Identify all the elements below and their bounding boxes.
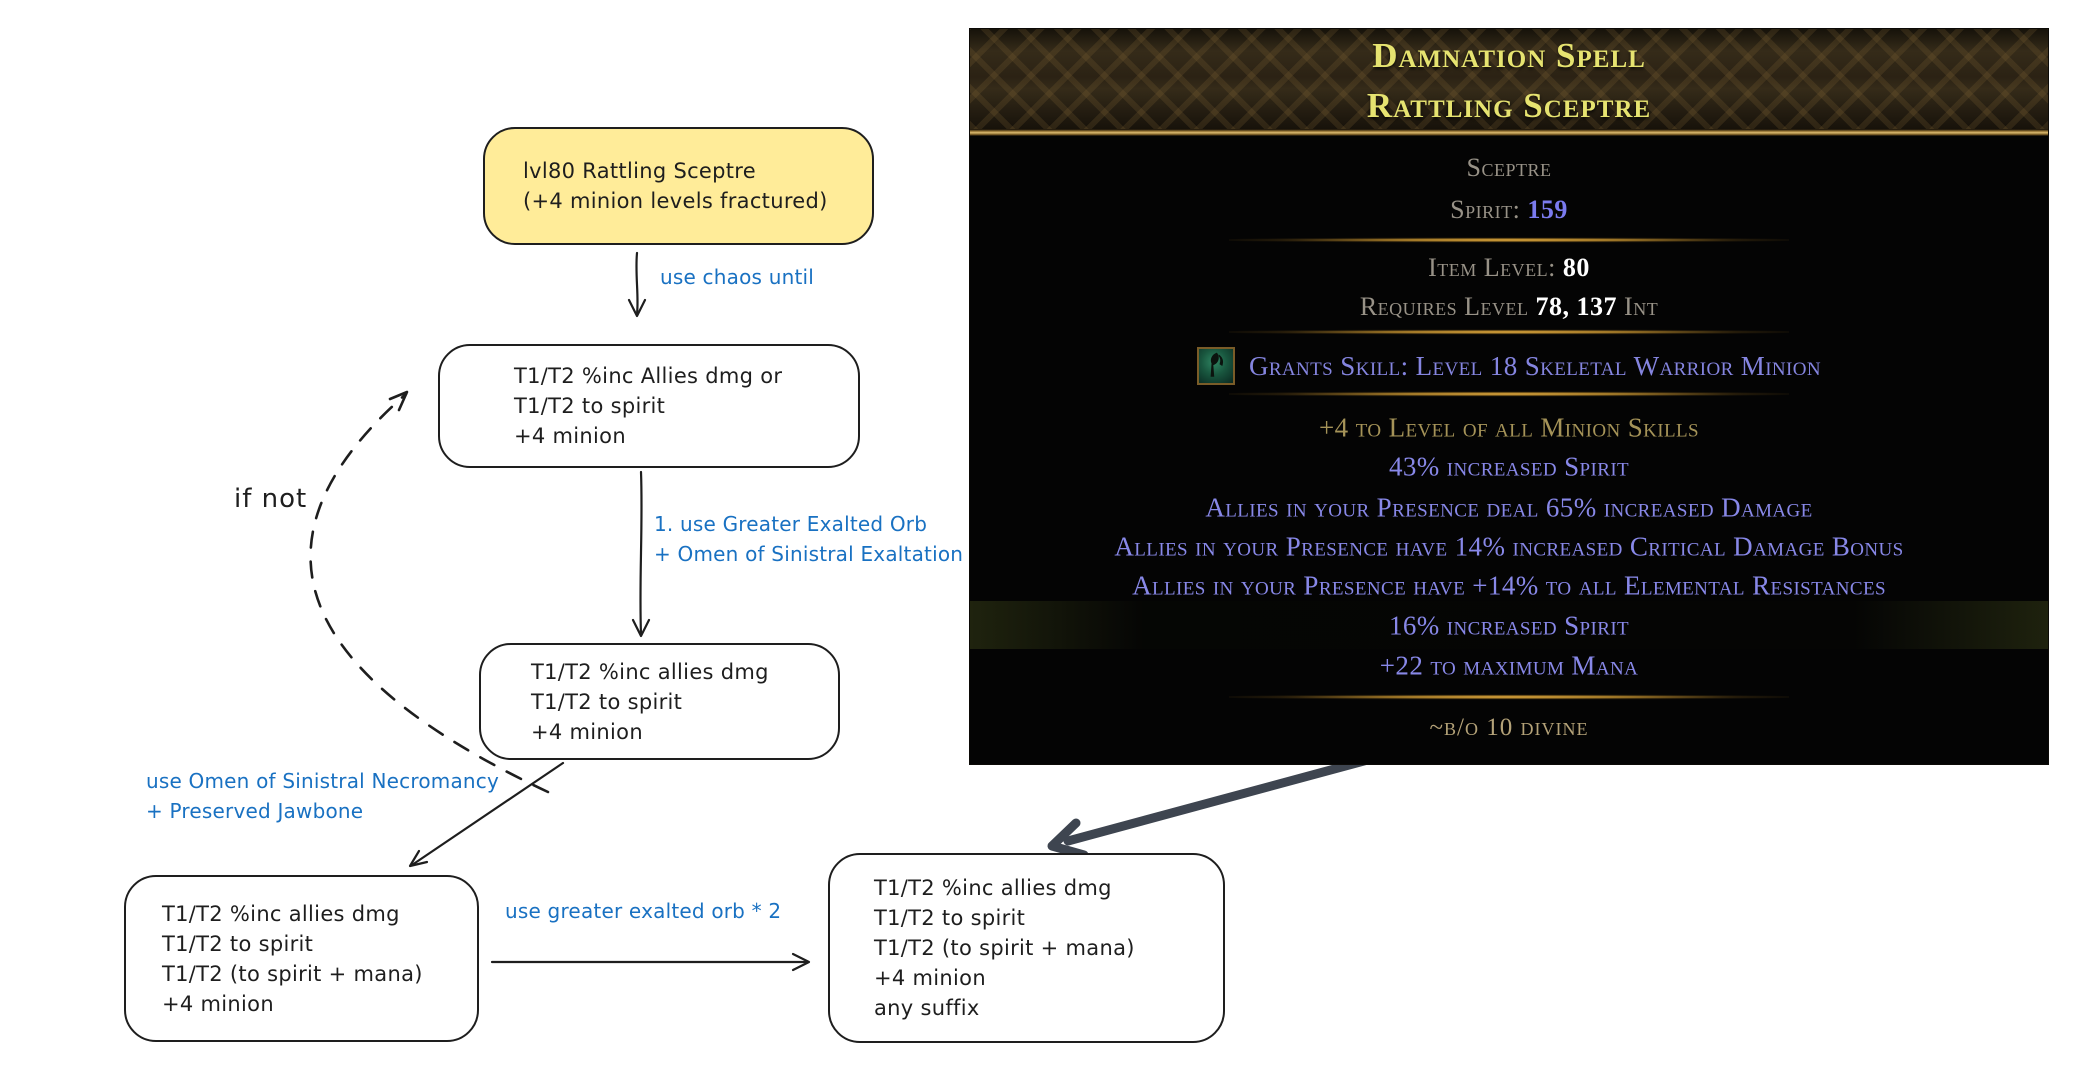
node-line: +4 minion [162,991,274,1016]
item-level-label: Item Level: [1428,253,1556,282]
label-line: + Preserved Jawbone [146,799,364,823]
label-line: use Omen of Sinistral Necromancy [146,769,500,793]
mod-line-fractured: +4 to Level of all Minion Skills [1319,412,1699,443]
node-line: lvl80 Rattling Sceptre [523,159,756,183]
item-tooltip: Damnation Spell Rattling Sceptre Sceptre… [969,28,2049,765]
grants-skill-row: Grants Skill: Level 18 Skeletal Warrior … [970,347,2048,385]
base-type: Sceptre [1466,153,1552,182]
mod-line: 43% increased Spirit [1388,451,1630,482]
buyout-note: ~b/o 10 divine [1429,714,1589,741]
item-level-row: Item Level:80 [970,253,2048,283]
arrow-from-tooltip [1047,753,1380,860]
node-line: T1/T2 %inc allies dmg [531,659,769,684]
node-start: lvl80 Rattling Sceptre (+4 minion levels… [483,127,874,245]
node-line: +4 minion [531,719,643,744]
mod-line: 16% increased Spirit [1388,610,1630,641]
label-necromancy-omen: use Omen of Sinistral Necromancy + Prese… [146,766,499,826]
arrow-exalt [631,470,651,638]
requires-int-label: Int [1624,292,1659,321]
item-name: Damnation Spell [1372,36,1646,75]
label-if-not: if not [234,484,308,514]
divider [1229,237,1789,243]
node-line: +4 minion [874,966,986,990]
divider [1229,694,1789,700]
arrow-chaos [627,251,647,318]
node-line: (+4 minion levels fractured) [523,189,828,213]
item-level-value: 80 [1562,253,1590,282]
mod-line: Allies in your Presence have +14% to all… [1132,570,1886,601]
node-jawbone-result: T1/T2 %inc allies dmg T1/T2 to spirit T1… [124,875,479,1042]
node-line: T1/T2 (to spirit + mana) [162,961,423,986]
divider [1229,329,1789,335]
label-exalt-omen: 1. use Greater Exalted Orb + Omen of Sin… [654,509,963,569]
label-line: + Omen of Sinistral Exaltation [654,542,964,566]
header-gold-divider [970,129,2048,136]
node-line: T1/T2 (to spirit + mana) [874,936,1135,960]
node-line: +4 minion [514,424,626,448]
node-line: T1/T2 to spirit [514,394,666,418]
requires-int-value: 137 [1576,292,1618,321]
spirit-value: 159 [1527,195,1568,224]
mod-line: +22 to maximum Mana [1379,650,1639,681]
skeletal-warrior-skill-icon [1196,347,1235,385]
requires-label: Requires Level [1359,292,1529,321]
node-exalt-result: T1/T2 %inc allies dmg T1/T2 to spirit +4… [479,643,840,760]
node-line: T1/T2 %inc allies dmg [162,901,400,926]
arrow-greater-exalt [490,952,811,972]
divider [1229,391,1789,397]
node-line: T1/T2 %inc Allies dmg or [514,364,783,388]
node-line: any suffix [874,996,980,1020]
label-use-chaos: use chaos until [660,265,815,289]
node-line: T1/T2 to spirit [874,906,1026,930]
node-chaos-result: T1/T2 %inc Allies dmg or T1/T2 to spirit… [438,344,860,468]
node-final-result: T1/T2 %inc allies dmg T1/T2 to spirit T1… [828,853,1225,1043]
grants-skill-text: Grants Skill: Level 18 Skeletal Warrior … [1248,350,1822,381]
label-greater-exalt: use greater exalted orb * 2 [505,899,782,923]
spirit-label: Spirit: [1450,195,1521,224]
mod-line: Allies in your Presence deal 65% increas… [1205,492,1813,523]
requires-level-value: 78, [1535,292,1570,321]
node-line: T1/T2 to spirit [162,931,314,956]
tooltip-header [970,29,2048,129]
spirit-row: Spirit:159 [970,195,2048,225]
node-line: T1/T2 to spirit [531,689,683,714]
background-texture-band [970,601,2048,649]
node-line: T1/T2 %inc allies dmg [874,876,1112,900]
mod-line: Allies in your Presence have 14% increas… [1114,531,1904,562]
item-base-name: Rattling Sceptre [1366,86,1652,125]
label-line: 1. use Greater Exalted Orb [654,512,928,536]
